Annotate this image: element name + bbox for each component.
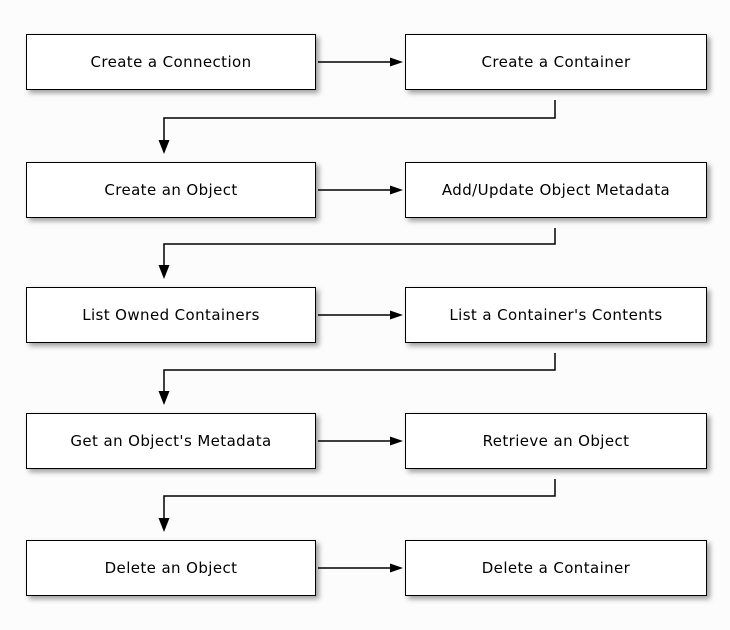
node-label: Get an Object's Metadata xyxy=(70,432,272,450)
node-get-objects-metadata: Get an Object's Metadata xyxy=(26,413,316,469)
connector-row3-left-to-right xyxy=(318,436,403,446)
node-retrieve-object: Retrieve an Object xyxy=(405,413,707,469)
node-add-update-object-metadata: Add/Update Object Metadata xyxy=(405,162,707,218)
connector-row4-left-to-right xyxy=(318,563,403,573)
arrowhead-right-icon xyxy=(390,563,403,573)
node-list-owned-containers: List Owned Containers xyxy=(26,287,316,343)
arrowhead-right-icon xyxy=(390,310,403,320)
node-label: Create a Container xyxy=(481,53,631,71)
node-create-container: Create a Container xyxy=(405,34,707,90)
node-label: Create an Object xyxy=(104,181,238,199)
node-create-connection: Create a Connection xyxy=(26,34,316,90)
node-label: List a Container's Contents xyxy=(449,306,663,324)
arrowhead-down-icon xyxy=(158,391,170,405)
connector-row1-left-to-right xyxy=(318,185,403,195)
arrowhead-right-icon xyxy=(390,436,403,446)
node-list-containers-contents: List a Container's Contents xyxy=(405,287,707,343)
node-label: List Owned Containers xyxy=(82,306,260,324)
connector-row0-left-to-right xyxy=(318,57,403,67)
node-label: Delete an Object xyxy=(104,559,238,577)
connector-row2-to-row3 xyxy=(158,353,556,405)
node-label: Add/Update Object Metadata xyxy=(441,181,671,199)
arrowhead-right-icon xyxy=(390,185,403,195)
connector-row3-to-row4 xyxy=(158,479,556,532)
arrowhead-down-icon xyxy=(158,265,170,279)
arrowhead-down-icon xyxy=(158,518,170,532)
node-create-object: Create an Object xyxy=(26,162,316,218)
arrowhead-right-icon xyxy=(390,57,403,67)
arrowhead-down-icon xyxy=(158,140,170,154)
connector-row2-left-to-right xyxy=(318,310,403,320)
node-delete-container: Delete a Container xyxy=(405,540,707,596)
node-label: Create a Connection xyxy=(90,53,252,71)
connector-row1-to-row2 xyxy=(158,228,556,279)
connector-row0-to-row1 xyxy=(158,100,556,154)
node-label: Retrieve an Object xyxy=(482,432,630,450)
node-label: Delete a Container xyxy=(481,559,631,577)
node-delete-object: Delete an Object xyxy=(26,540,316,596)
